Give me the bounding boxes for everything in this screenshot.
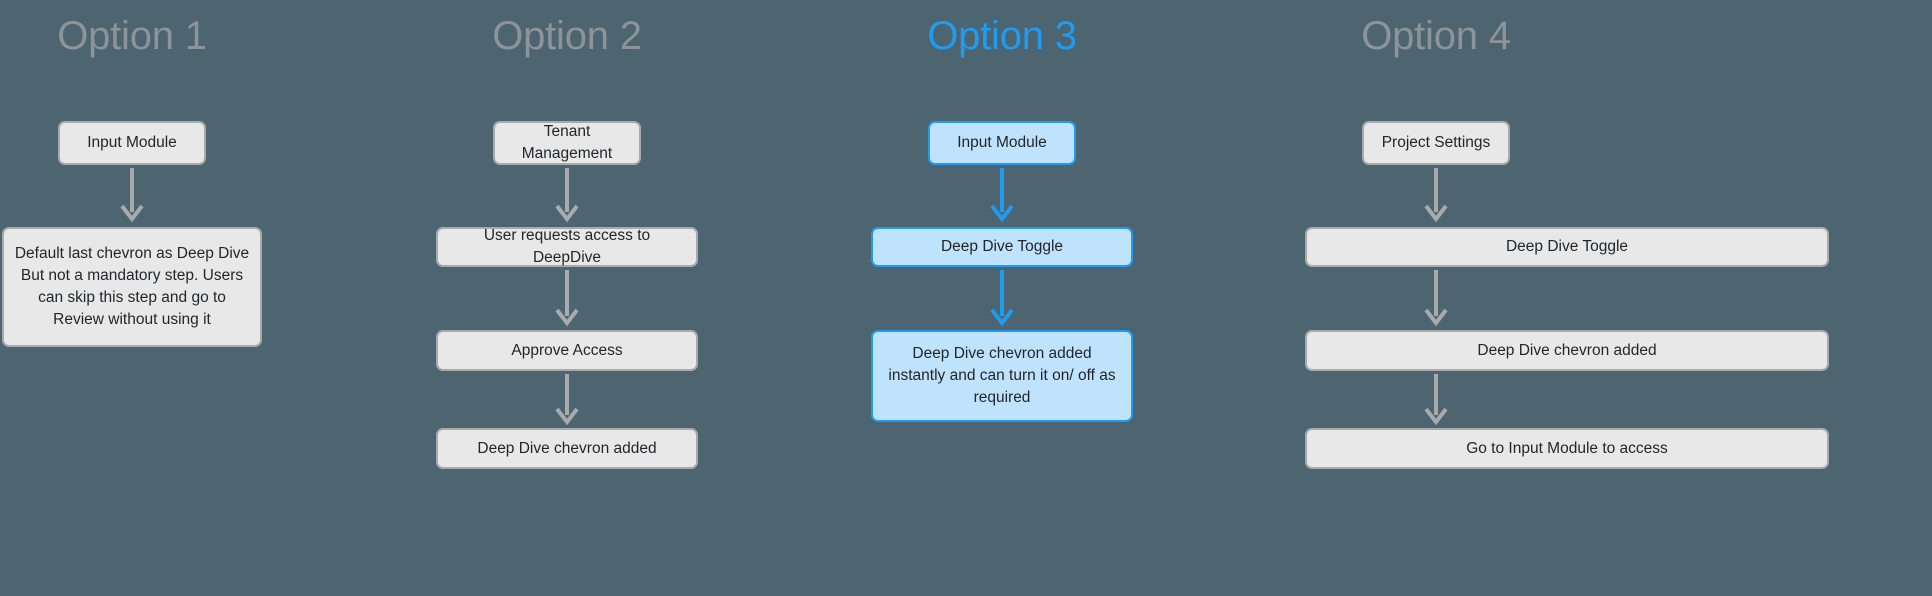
node-deep-dive-toggle[interactable]: Deep Dive Toggle: [871, 227, 1133, 267]
arrow-down-icon: [1423, 374, 1449, 426]
node-deep-dive-toggle[interactable]: Deep Dive Toggle: [1305, 227, 1829, 267]
node-input-module[interactable]: Input Module: [928, 121, 1076, 165]
node-deep-dive-chevron-added[interactable]: Deep Dive chevron added: [436, 428, 698, 469]
arrow-down-icon: [554, 374, 580, 426]
option-column-2: Option 2 Tenant Management User requests…: [436, 0, 698, 596]
arrow-down-icon: [1423, 270, 1449, 328]
arrow-down-icon: [989, 270, 1015, 328]
node-tenant-management[interactable]: Tenant Management: [493, 121, 641, 165]
arrow-down-icon: [554, 270, 580, 328]
node-deep-dive-chevron-added[interactable]: Deep Dive chevron added: [1305, 330, 1829, 371]
node-user-requests-access[interactable]: User requests access to DeepDive: [436, 227, 698, 267]
arrow-down-icon: [119, 168, 145, 224]
column-title-option-2: Option 2: [492, 14, 642, 58]
arrow-down-icon: [554, 168, 580, 224]
column-title-option-1: Option 1: [57, 14, 207, 58]
node-input-module[interactable]: Input Module: [58, 121, 206, 165]
option-column-3: Option 3 Input Module Deep Dive Toggle D…: [871, 0, 1133, 596]
arrow-down-icon: [989, 168, 1015, 224]
node-deep-dive-chevron-instant-note[interactable]: Deep Dive chevron added instantly and ca…: [871, 330, 1133, 422]
node-default-chevron-note[interactable]: Default last chevron as Deep Dive But no…: [2, 227, 262, 347]
node-go-to-input-module[interactable]: Go to Input Module to access: [1305, 428, 1829, 469]
option-column-4: Option 4 Project Settings Deep Dive Togg…: [1305, 0, 1829, 596]
column-title-option-4: Option 4: [1361, 14, 1511, 58]
column-title-option-3: Option 3: [927, 14, 1077, 58]
node-project-settings[interactable]: Project Settings: [1362, 121, 1510, 165]
node-approve-access[interactable]: Approve Access: [436, 330, 698, 371]
arrow-down-icon: [1423, 168, 1449, 224]
option-column-1: Option 1 Input Module Default last chevr…: [0, 0, 264, 596]
